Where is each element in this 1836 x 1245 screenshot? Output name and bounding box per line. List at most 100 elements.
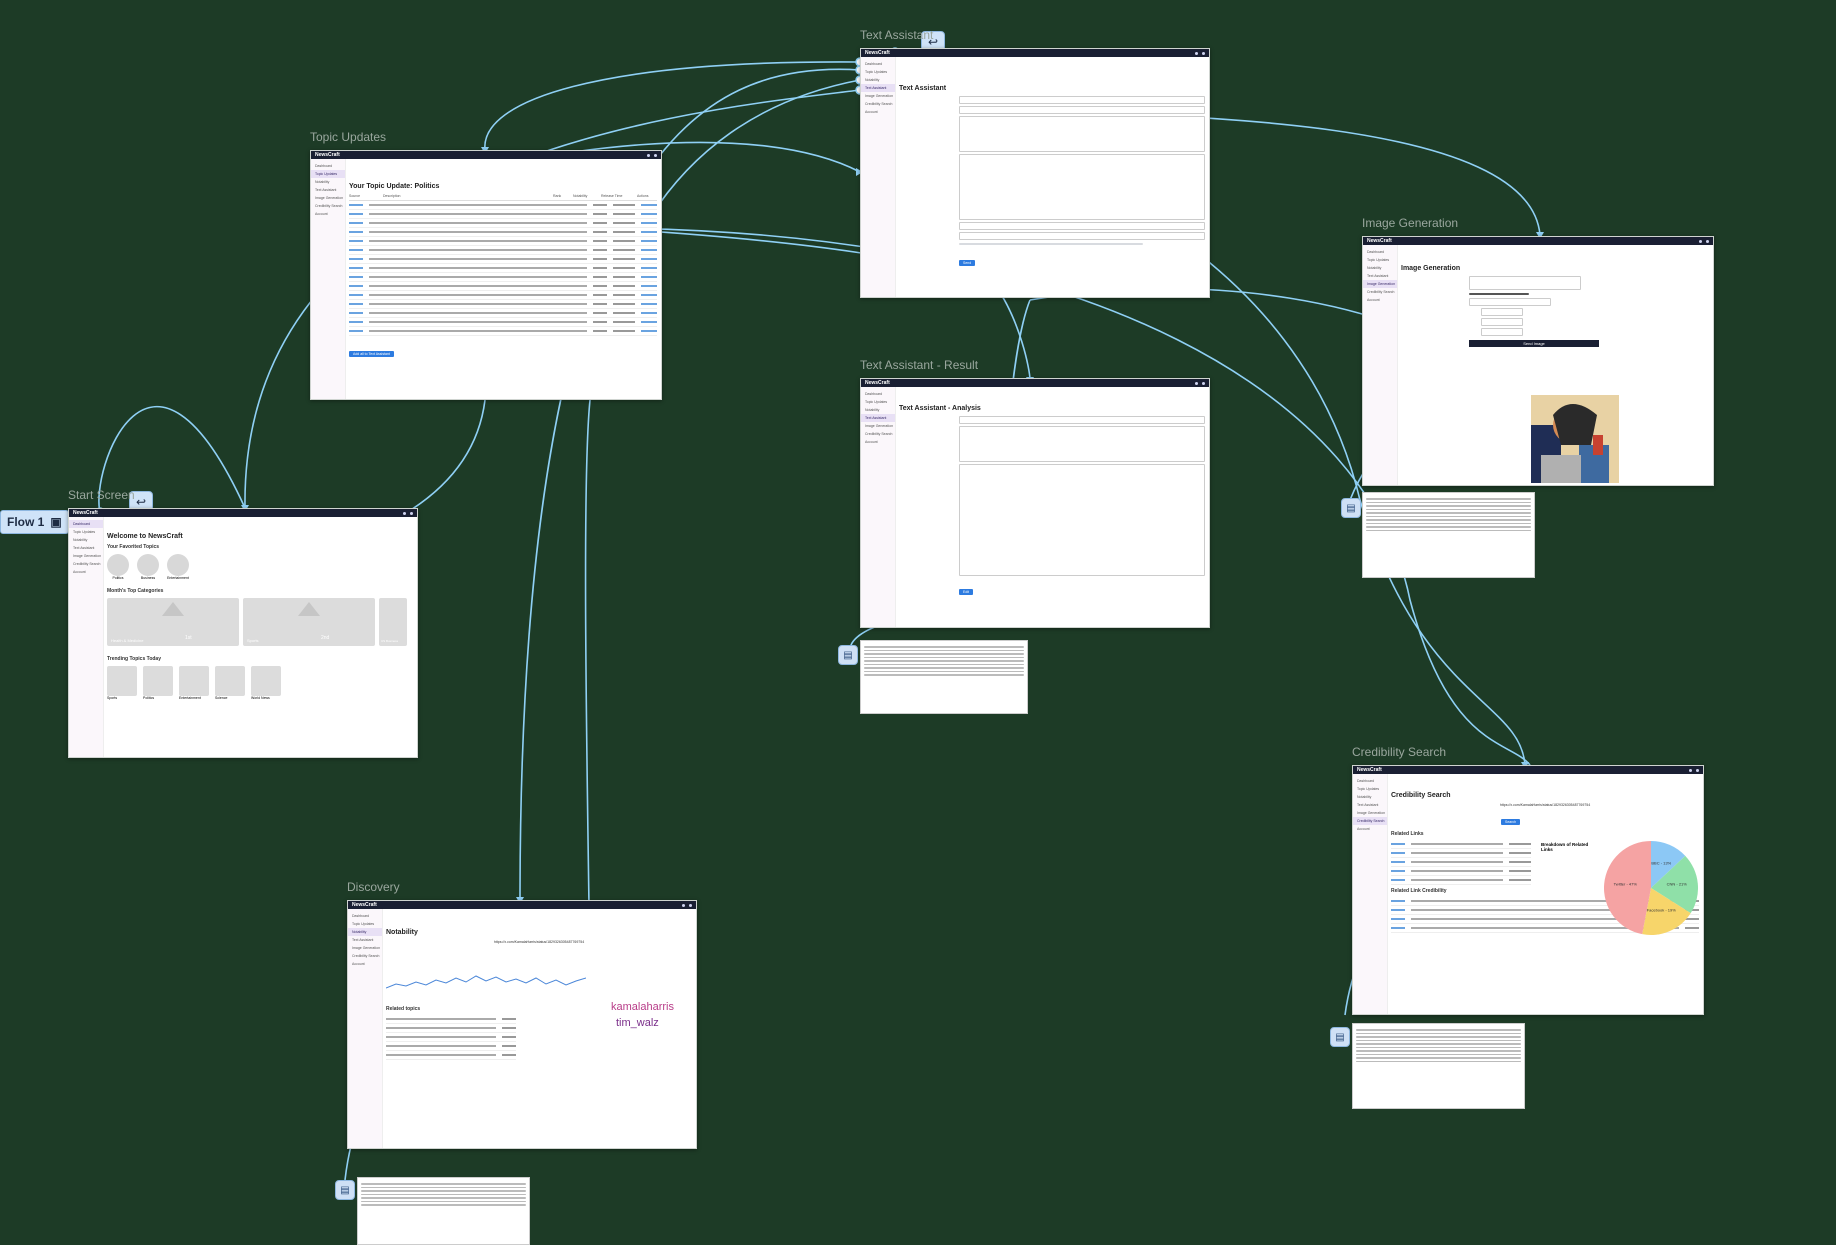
- sidebar-item-notability[interactable]: Notability: [865, 408, 880, 412]
- sidebar-item-credibility-search[interactable]: Credibility Search: [1367, 290, 1395, 294]
- width-field[interactable]: [1481, 318, 1523, 326]
- favorites-heading[interactable]: Your Favorited Topics: [107, 544, 160, 550]
- comment-icon[interactable]: ▤: [1341, 498, 1361, 518]
- writing-style-field[interactable]: [959, 232, 1205, 240]
- sidebar-item-topic-updates[interactable]: Topic Updates: [73, 530, 96, 534]
- sidebar-item-account[interactable]: Account: [1357, 827, 1370, 831]
- style-field[interactable]: [1481, 328, 1523, 336]
- sidebar-item-notability[interactable]: Notability: [315, 180, 330, 184]
- user-avatar[interactable]: [1202, 381, 1205, 385]
- sidebar-item-credibility-search[interactable]: Credibility Search: [352, 954, 380, 958]
- table-row[interactable]: [349, 264, 657, 273]
- table-row[interactable]: [1391, 915, 1699, 924]
- sidebar-item-image-generation[interactable]: Image Generation: [73, 554, 102, 558]
- settings-field[interactable]: [1469, 298, 1551, 306]
- edit-button[interactable]: Edit: [959, 589, 974, 595]
- favorite-topic[interactable]: Politics: [107, 554, 129, 580]
- search-icon[interactable]: [1195, 51, 1198, 55]
- description-field[interactable]: [959, 106, 1205, 114]
- sidebar-item-credibility-search[interactable]: Credibility Search: [865, 102, 893, 106]
- search-icon[interactable]: [647, 153, 650, 157]
- objectivity-options[interactable]: [959, 243, 1143, 245]
- sidebar-item-topic-updates[interactable]: Topic Updates: [311, 170, 345, 178]
- table-row[interactable]: [349, 309, 657, 318]
- add-all-button[interactable]: Add all to Text Assistant: [349, 351, 394, 357]
- table-row[interactable]: [386, 1033, 516, 1042]
- sidebar-item-topic-updates[interactable]: Topic Updates: [865, 400, 888, 404]
- user-avatar[interactable]: [654, 153, 657, 157]
- strength-slider[interactable]: [1469, 293, 1529, 295]
- sidebar-item-credibility-search[interactable]: Credibility Search: [865, 432, 893, 436]
- table-row[interactable]: [386, 1015, 516, 1024]
- sidebar-item-text-assistant[interactable]: Text Assistant: [73, 546, 95, 550]
- trending-item[interactable]: Entertainment: [179, 666, 209, 700]
- sidebar-item-image-generation[interactable]: Image Generation: [1357, 811, 1386, 815]
- comment-icon[interactable]: ▤: [838, 645, 858, 665]
- title-field[interactable]: [959, 416, 1205, 424]
- sidebar-item-topic-updates[interactable]: Topic Updates: [865, 70, 888, 74]
- favorite-topic[interactable]: Business: [137, 554, 159, 580]
- sidebar-item-text-assistant[interactable]: Text Assistant: [1367, 274, 1389, 278]
- sidebar-item-image-generation[interactable]: Image Generation: [315, 196, 344, 200]
- table-row[interactable]: [1391, 840, 1531, 849]
- links-field[interactable]: [959, 116, 1205, 152]
- sidebar-item-credibility-search[interactable]: Credibility Search: [1353, 817, 1387, 825]
- tone-field[interactable]: [959, 222, 1205, 230]
- sidebar-item-dashboard[interactable]: Dashboard: [1367, 250, 1385, 254]
- table-row[interactable]: [349, 246, 657, 255]
- table-row[interactable]: [349, 210, 657, 219]
- table-row[interactable]: [1391, 867, 1531, 876]
- sidebar-item-text-assistant[interactable]: Text Assistant: [315, 188, 337, 192]
- send-button[interactable]: Send: [959, 260, 976, 266]
- search-icon[interactable]: [682, 903, 685, 907]
- sidebar-item-account[interactable]: Account: [73, 570, 86, 574]
- user-avatar[interactable]: [1696, 768, 1699, 772]
- category-card[interactable]: US Business: [379, 598, 407, 646]
- table-row[interactable]: [1391, 924, 1699, 933]
- sidebar-item-text-assistant[interactable]: Text Assistant: [861, 414, 895, 422]
- sidebar-item-credibility-search[interactable]: Credibility Search: [73, 562, 101, 566]
- comment-icon[interactable]: ▤: [335, 1180, 355, 1200]
- sidebar-item-dashboard[interactable]: Dashboard: [69, 520, 103, 528]
- trending-item[interactable]: Science: [215, 666, 245, 700]
- sidebar-item-account[interactable]: Account: [315, 212, 328, 216]
- trending-item[interactable]: World News: [251, 666, 281, 700]
- user-avatar[interactable]: [689, 903, 692, 907]
- sidebar-item-image-generation[interactable]: Image Generation: [865, 94, 894, 98]
- trending-heading[interactable]: Trending Topics Today: [107, 656, 161, 662]
- sidebar-item-account[interactable]: Account: [352, 962, 365, 966]
- sidebar-item-topic-updates[interactable]: Topic Updates: [1367, 258, 1390, 262]
- table-row[interactable]: [1391, 858, 1531, 867]
- sidebar-item-text-assistant[interactable]: Text Assistant: [352, 938, 374, 942]
- table-row[interactable]: [386, 1024, 516, 1033]
- text-field[interactable]: [959, 426, 1205, 462]
- favorite-topic[interactable]: Entertainment: [167, 554, 189, 580]
- comment-icon[interactable]: ▤: [1330, 1027, 1350, 1047]
- sidebar-item-topic-updates[interactable]: Topic Updates: [1357, 787, 1380, 791]
- sidebar-item-account[interactable]: Account: [865, 110, 878, 114]
- table-row[interactable]: [349, 282, 657, 291]
- sidebar-item-account[interactable]: Account: [1367, 298, 1380, 302]
- table-row[interactable]: [349, 291, 657, 300]
- search-button[interactable]: Search: [1501, 819, 1521, 825]
- table-row[interactable]: [349, 219, 657, 228]
- table-row[interactable]: [386, 1051, 516, 1060]
- sidebar-item-text-assistant[interactable]: Text Assistant: [861, 84, 895, 92]
- length-field[interactable]: [1481, 308, 1523, 316]
- sidebar-item-dashboard[interactable]: Dashboard: [865, 62, 883, 66]
- trending-item[interactable]: Sports: [107, 666, 137, 700]
- sidebar-item-dashboard[interactable]: Dashboard: [1357, 779, 1375, 783]
- trending-item[interactable]: Politics: [143, 666, 173, 700]
- sidebar-item-credibility-search[interactable]: Credibility Search: [315, 204, 343, 208]
- sidebar-item-image-generation[interactable]: Image Generation: [865, 424, 894, 428]
- table-row[interactable]: [386, 1042, 516, 1051]
- sidebar-item-topic-updates[interactable]: Topic Updates: [352, 922, 375, 926]
- search-icon[interactable]: [1699, 239, 1702, 243]
- sidebar-item-notability[interactable]: Notability: [1367, 266, 1382, 270]
- sidebar-item-image-generation[interactable]: Image Generation: [1363, 280, 1397, 288]
- sidebar-item-notability[interactable]: Notability: [865, 78, 880, 82]
- table-row[interactable]: [1391, 876, 1531, 885]
- send-image-button[interactable]: Send Image: [1469, 340, 1599, 347]
- user-avatar[interactable]: [1202, 51, 1205, 55]
